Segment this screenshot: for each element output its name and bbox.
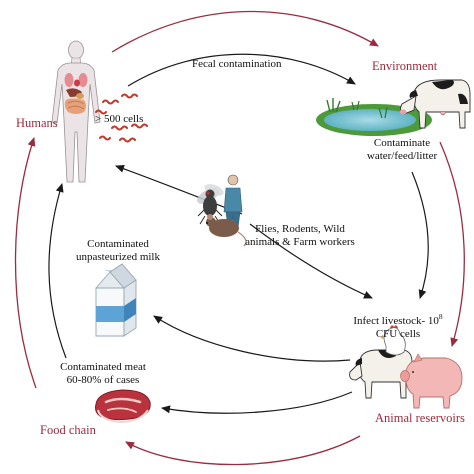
arrow-reservoirs-to-meat: [161, 391, 353, 414]
label-vectors-line2: animals & Farm workers: [245, 236, 355, 248]
label-contaminate-line1: Contaminate: [374, 137, 430, 149]
label-infect-line2: CFU cells: [376, 328, 420, 340]
label-cells: > 500 cells: [95, 113, 143, 125]
mouse-icon: [206, 214, 247, 247]
fly-icon: [197, 184, 224, 225]
arrow-reservoirs-to-milk: [153, 315, 351, 362]
node-food-chain: Food chain: [40, 423, 97, 437]
farm-worker-icon: [223, 174, 243, 229]
milk-carton-icon: [95, 263, 137, 337]
livestock-icon: [349, 325, 463, 409]
label-fecal-contamination: Fecal contamination: [192, 58, 282, 70]
label-meat-line1: Contaminated meat: [60, 361, 146, 373]
label-meat-line2: 60-80% of cases: [67, 374, 140, 386]
label-vectors-line1: Flies, Rodents, Wild: [255, 223, 345, 235]
pond-cow-icon: [316, 79, 471, 136]
bacteria-icon: [94, 93, 149, 143]
arrow-fecal-contamination: [127, 53, 356, 87]
label-contaminate-line2: water/feed/litter: [367, 150, 438, 162]
raw-meat-icon: [95, 389, 151, 424]
label-milk-line1: Contaminated: [87, 238, 149, 250]
cycle-arrow-humans-to-environment: [111, 10, 379, 53]
node-environment: Environment: [372, 59, 438, 73]
cycle-arrow-environment-to-reservoirs: [439, 141, 465, 347]
label-infect-exponent: 8: [439, 312, 443, 321]
node-humans: Humans: [16, 116, 58, 130]
arrow-vectors-to-humans: [115, 164, 243, 215]
node-animal-reservoirs: Animal reservoirs: [375, 411, 465, 425]
label-milk-line2: unpasteurized milk: [76, 251, 161, 263]
arrow-vectors-to-livestock: [249, 223, 373, 299]
arrow-foodchain-to-humans: [48, 183, 67, 359]
human-body-icon: [51, 40, 101, 183]
cycle-arrow-reservoirs-to-foodchain: [125, 435, 361, 466]
arrow-contaminate-to-livestock: [411, 171, 429, 299]
label-infect-line1: Infect livestock- 108: [353, 312, 443, 327]
cycle-arrow-foodchain-to-humans: [14, 137, 37, 389]
